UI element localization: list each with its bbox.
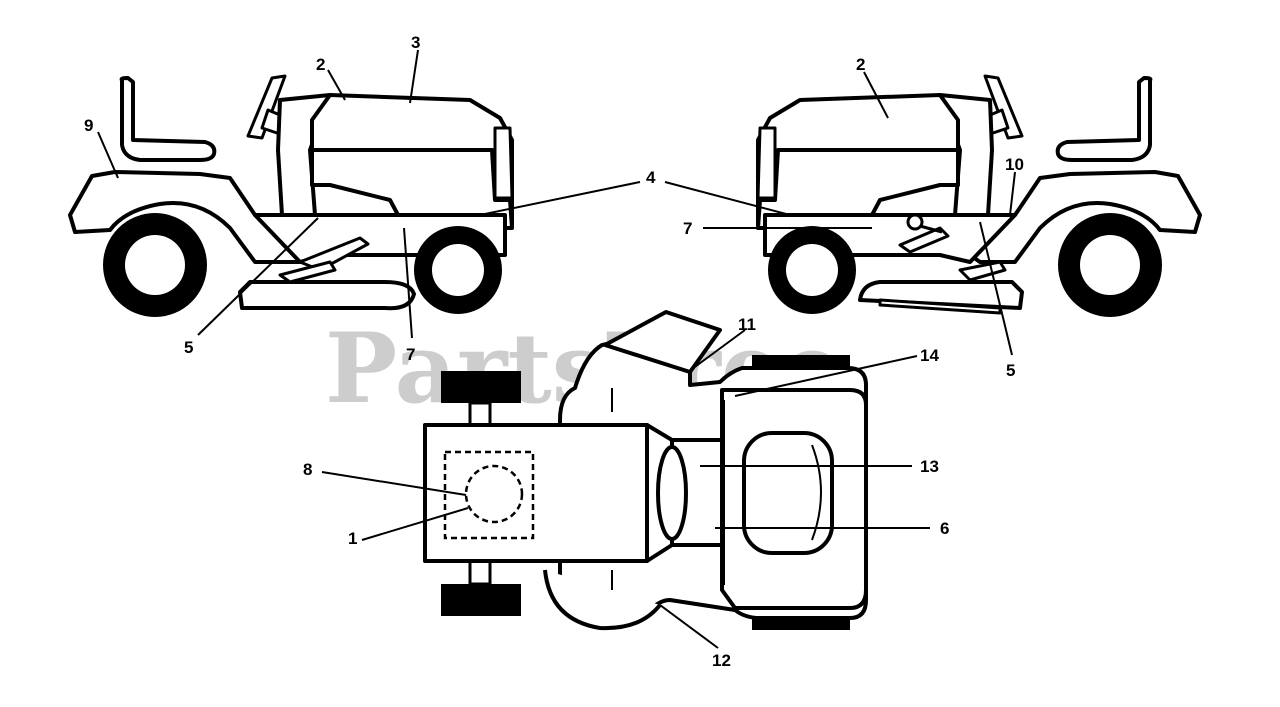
left-steering-wheel xyxy=(246,74,287,140)
right-steering-wheel xyxy=(983,74,1024,140)
callout-left-9: 9 xyxy=(84,116,93,135)
callout-left-5: 5 xyxy=(184,338,193,357)
callout-left-3: 3 xyxy=(411,33,420,52)
callout-right-5: 5 xyxy=(1006,361,1015,380)
callout-top-8: 8 xyxy=(303,460,312,479)
callout-left-7: 7 xyxy=(406,345,415,364)
callout-top-13: 13 xyxy=(920,457,939,476)
right-seat xyxy=(1055,76,1153,162)
right-side-view xyxy=(756,74,1202,317)
top-rear-tire-upper xyxy=(441,371,521,403)
callout-top-12: 12 xyxy=(712,651,731,670)
top-front-tire-lower xyxy=(752,618,850,630)
callout-left-4: 4 xyxy=(646,168,656,187)
top-front-tire-upper xyxy=(752,355,850,367)
top-rear-tire-lower xyxy=(441,584,521,616)
top-discharge-chute xyxy=(603,310,722,374)
top-view xyxy=(423,310,868,631)
left-side-view xyxy=(68,74,514,317)
callout-top-1: 1 xyxy=(348,529,357,548)
callout-right-2: 2 xyxy=(856,55,865,74)
callout-top-14: 14 xyxy=(920,346,939,365)
left-seat xyxy=(119,76,217,162)
callout-right-7: 7 xyxy=(683,219,692,238)
callout-right-10: 10 xyxy=(1005,155,1024,174)
callout-top-6: 6 xyxy=(940,519,949,538)
leader-lines xyxy=(97,49,1016,649)
left-mower-deck xyxy=(238,280,416,311)
callout-top-11: 11 xyxy=(738,315,756,334)
callout-left-2: 2 xyxy=(316,55,325,74)
